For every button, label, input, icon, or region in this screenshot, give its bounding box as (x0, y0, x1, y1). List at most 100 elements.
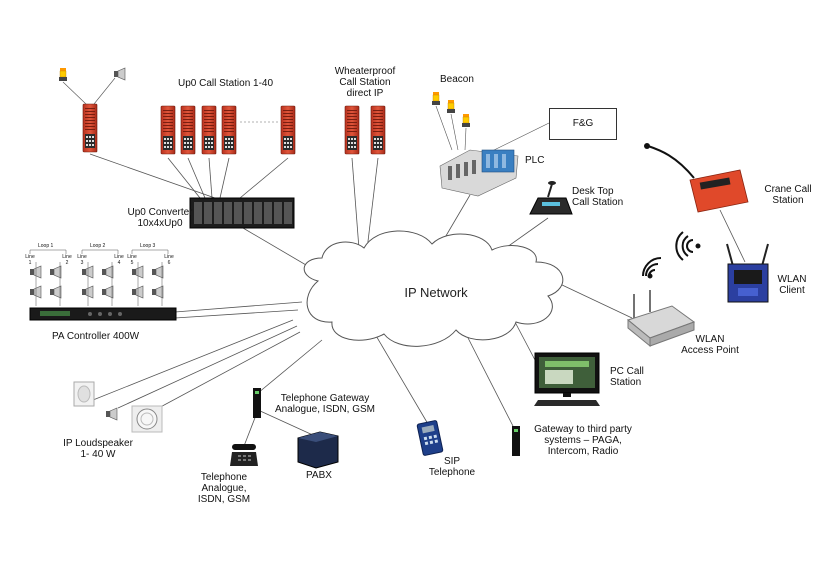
up0-converter-device (189, 197, 295, 229)
ceiling-speaker (131, 405, 163, 433)
line-label-number: 2 (65, 260, 69, 266)
desk-top-call-station-label: Desk Top Call Station (572, 186, 623, 208)
line-label-number: 5 (130, 260, 134, 266)
crane-call-station-label: Crane Call Station (758, 184, 818, 206)
line-label-text: Line (25, 254, 35, 260)
horn-speaker-icon (113, 67, 126, 81)
wlan-client-device (726, 243, 769, 303)
tel-gateway-label-line1: Telephone Gateway (280, 393, 370, 404)
line-label-text: Line (164, 254, 174, 260)
pc-call-station-device (534, 352, 600, 406)
desk-top-label-line2: Call Station (572, 197, 624, 208)
wlan-client-label-line2: Client (779, 285, 805, 296)
beacon-icon (431, 91, 441, 106)
up0-call-station-label: Up0 Call Station 1-40 (178, 78, 274, 89)
line-label-number: 4 (117, 260, 121, 266)
wifi-icon (675, 231, 701, 261)
pabx-label: PABX (306, 470, 332, 481)
loop-label: Loop 3 (140, 243, 156, 249)
beacon-label: Beacon (440, 74, 474, 85)
ip-loudspeaker-label: IP Loudspeaker 1- 40 W (50, 438, 146, 460)
line-label-text: Line (77, 254, 87, 260)
weatherproof-label-line1: Wheaterproof (334, 66, 396, 77)
up0-call-station-2 (180, 105, 196, 155)
third-party-gateway-label: Gateway to third party systems – PAGA, I… (528, 424, 638, 457)
weatherproof-call-station-2 (370, 105, 386, 155)
up0-converter-label-line1: Up0 Converter (127, 207, 193, 218)
line-label-text: Line (62, 254, 72, 260)
up0-call-station-40 (280, 105, 296, 155)
beacon-icon (446, 99, 456, 114)
line-label-number: 6 (167, 260, 171, 266)
plc-device (439, 149, 519, 197)
weatherproof-label-line3: direct IP (346, 88, 384, 99)
third-party-label-line3: Intercom, Radio (547, 446, 619, 457)
pc-call-label-line1: PC Call (610, 366, 644, 377)
loop-label: Loop 1 (38, 243, 54, 249)
sip-label-line2: Telephone (428, 467, 476, 478)
weatherproof-call-station-1 (344, 105, 360, 155)
plc-label: PLC (525, 155, 545, 166)
wifi-icon (642, 257, 662, 279)
crane-call-station-device (644, 143, 749, 213)
wlan-ap-label-line2: Access Point (681, 345, 739, 356)
telephone-label-line2: Analogue, (201, 483, 247, 494)
up0-converter-label: Up0 Converter 10x4xUp0 (122, 207, 198, 229)
up0-call-station-4 (221, 105, 237, 155)
up0-call-station-1 (160, 105, 176, 155)
desk-top-label-line1: Desk Top (572, 186, 614, 197)
wlan-client-label-line1: WLAN (777, 274, 807, 285)
pc-call-label-line2: Station (610, 377, 642, 388)
sip-telephone-device (416, 420, 444, 456)
ip-network-label: IP Network (404, 285, 468, 300)
line-label-text: Line (114, 254, 124, 260)
call-station-device (82, 103, 98, 153)
loop-brackets (29, 249, 169, 306)
pa-controller-label: PA Controller 400W (52, 331, 140, 342)
weatherproof-label-line2: Call Station (339, 77, 391, 88)
pa-speakers (29, 265, 164, 299)
crane-label-line1: Crane Call (764, 184, 812, 195)
wlan-access-point-label: WLAN Access Point (672, 334, 748, 356)
sip-label-line1: SIP (443, 456, 461, 467)
up0-converter-label-line2: 10x4xUp0 (137, 218, 183, 229)
pc-call-station-label: PC Call Station (610, 366, 644, 388)
telephone-gateway-label: Telephone Gateway Analogue, ISDN, GSM (262, 393, 388, 415)
third-party-label-line1: Gateway to third party (534, 424, 632, 435)
sip-telephone-label: SIP Telephone (422, 456, 482, 478)
horn-speaker-icon (105, 407, 118, 421)
third-party-gateway-device (512, 426, 520, 456)
telephone-label-line3: ISDN, GSM (197, 494, 251, 505)
telephone-label: Telephone Analogue, ISDN, GSM (189, 472, 259, 505)
pa-controller-device (29, 307, 177, 321)
third-party-label-line2: systems – PAGA, (544, 435, 622, 446)
weatherproof-label: Wheaterproof Call Station direct IP (330, 66, 400, 99)
pabx-device (297, 431, 339, 469)
line-label-number: 1 (28, 260, 32, 266)
crane-label-line2: Station (772, 195, 804, 206)
wlan-client-label: WLAN Client (770, 274, 814, 296)
beacon-icon (58, 67, 68, 82)
telephone-label-line1: Telephone (200, 472, 248, 483)
ip-loudspeaker-box (73, 381, 95, 407)
ip-loudspeaker-label-line1: IP Loudspeaker (63, 438, 133, 449)
up0-call-station-3 (201, 105, 217, 155)
beacon-icon (461, 113, 471, 128)
telephone-icon (230, 444, 258, 466)
loop-label: Loop 2 (90, 243, 106, 249)
fg-box: F&G (549, 108, 617, 140)
ip-network-cloud (303, 230, 564, 347)
line-label-text: Line (127, 254, 137, 260)
desk-top-call-station-device (529, 181, 573, 215)
ip-loudspeaker-label-line2: 1- 40 W (80, 449, 116, 460)
tel-gateway-label-line2: Analogue, ISDN, GSM (274, 404, 376, 415)
line-label-number: 3 (80, 260, 84, 266)
wlan-ap-label-line1: WLAN (695, 334, 725, 345)
